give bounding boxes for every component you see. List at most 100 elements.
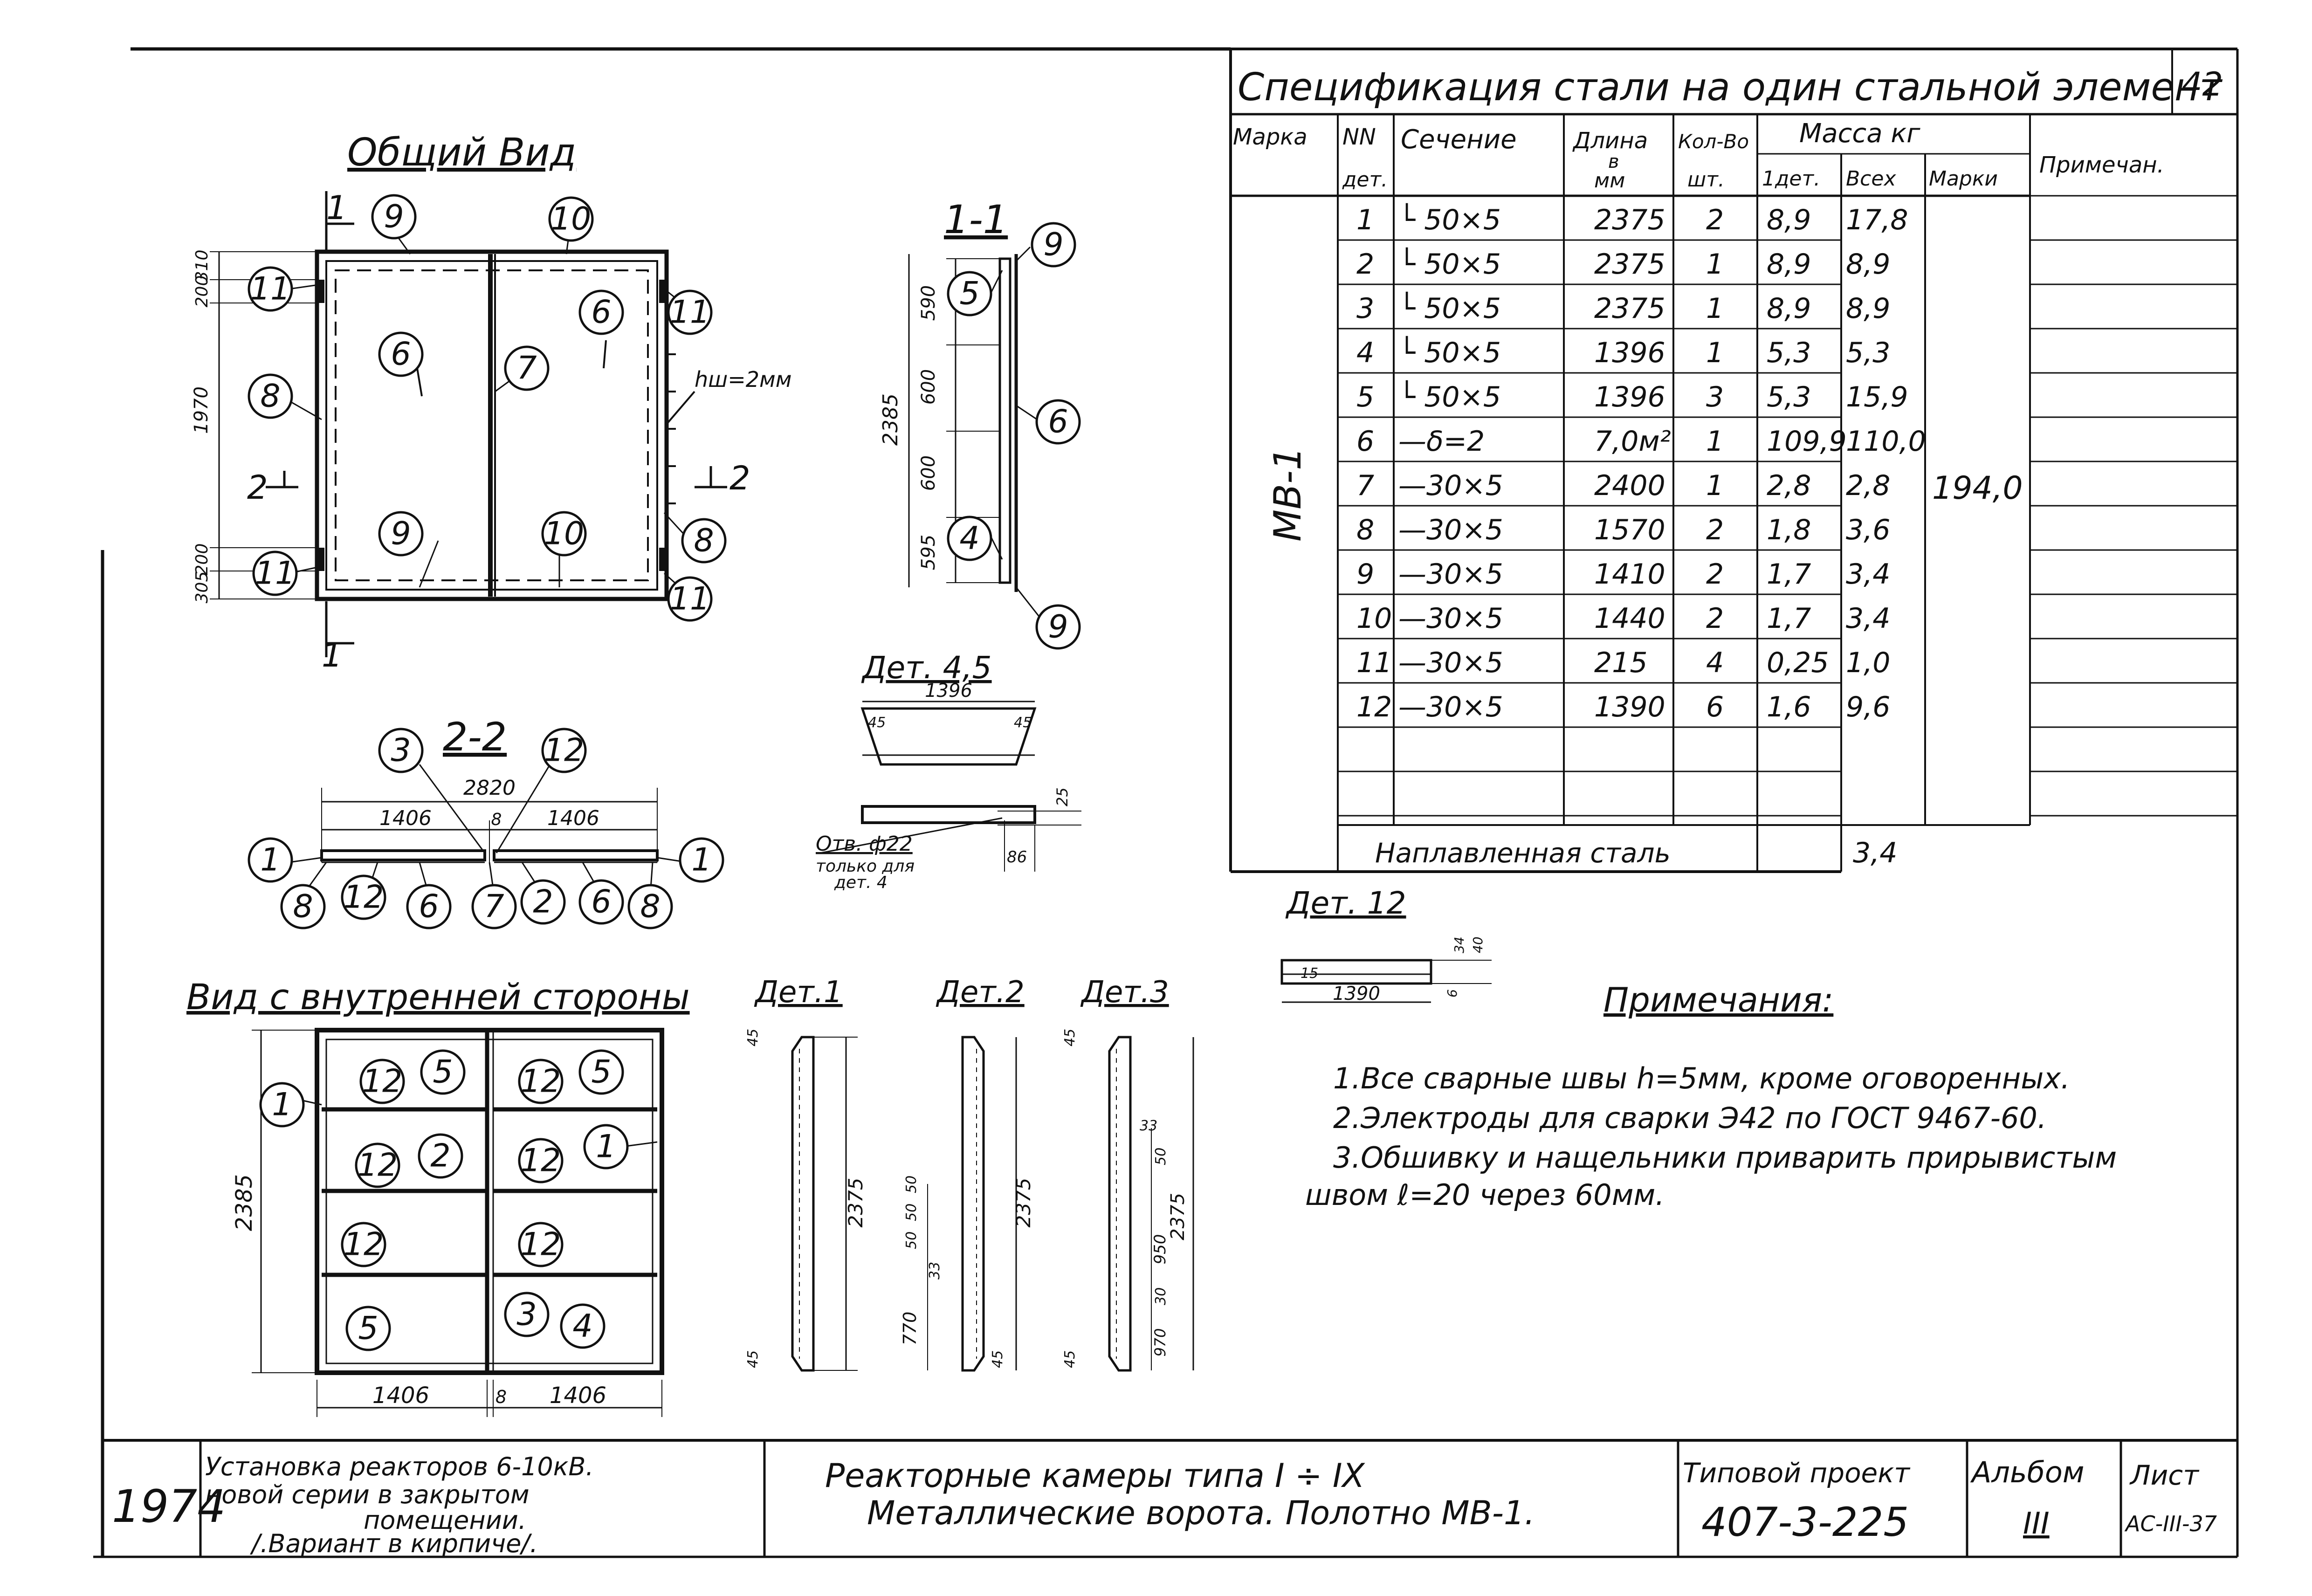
det1-title: Дет.1 xyxy=(754,975,843,1010)
spec-cell-mass-one: 1,7 xyxy=(1767,558,1811,591)
callout-number: 5 xyxy=(433,1054,453,1091)
spec-cell-section: └ 50×5 xyxy=(1398,380,1501,413)
det1-dim-45b: 45 xyxy=(745,1350,761,1368)
hdr-mass-all: Всех xyxy=(1846,167,1896,191)
callout-number: 4 xyxy=(959,520,979,557)
part-callout: 7 xyxy=(471,884,517,929)
callout-number: 8 xyxy=(640,888,660,925)
part-callout: 8 xyxy=(627,884,673,929)
callout-number: 3 xyxy=(516,1296,537,1333)
callout-circle xyxy=(560,1303,606,1349)
part-callout: 6 xyxy=(578,289,624,335)
detail-1: Дет.1 2375 45 45 xyxy=(745,975,867,1372)
hdr-qty: Кол-Во xyxy=(1678,130,1749,153)
hdr-mass: Масса кг xyxy=(1799,118,1920,149)
callout-circle xyxy=(504,345,550,391)
section-2-2: 2-2 2820 1406 8 1406 xyxy=(289,714,688,895)
spec-cell-section: └ 50×5 xyxy=(1398,203,1501,236)
spec-cell-section: —30×5 xyxy=(1398,691,1503,723)
callout-number: 10 xyxy=(544,516,585,552)
spec-cell-qty: 1 xyxy=(1706,292,1724,325)
spec-cell-section: —30×5 xyxy=(1398,647,1503,679)
spec-cell-mass-one: 8,9 xyxy=(1767,204,1811,236)
note-2: 2.Электроды для сварки Э42 по ГОСТ 9467-… xyxy=(1333,1101,2047,1135)
spec-cell-qty: 1 xyxy=(1706,337,1724,369)
weld-value: 3,4 xyxy=(1853,837,1897,869)
spec-cell-qty: 3 xyxy=(1706,381,1724,413)
part-callout: 2 xyxy=(418,1133,463,1179)
part-callout: 3 xyxy=(378,728,424,773)
spec-cell-mass-all: 5,3 xyxy=(1846,337,1890,369)
hdr-no: NN xyxy=(1342,124,1376,150)
detail-2: Дет.2 2375 50 50 50 33 770 45 xyxy=(900,975,1035,1372)
callout-number: 2 xyxy=(533,884,553,921)
part-callout: 12 xyxy=(518,1138,564,1183)
det3-dim-950: 950 xyxy=(1151,1234,1170,1265)
cut-2-right: 2 xyxy=(729,459,750,497)
part-callout: 11 xyxy=(667,289,713,335)
spec-cell-no: 1 xyxy=(1356,204,1374,236)
hdr-no2: дет. xyxy=(1342,168,1388,192)
det3-dim-30: 30 xyxy=(1153,1287,1169,1305)
part-callout: 1 xyxy=(248,837,293,883)
gen-dim-310: 310 xyxy=(193,250,212,282)
spec-cell-no: 6 xyxy=(1356,425,1374,458)
spec-cell-section: └ 50×5 xyxy=(1398,336,1501,369)
spec-cell-qty: 2 xyxy=(1706,602,1724,635)
spec-mark: МВ-1 xyxy=(1266,447,1309,542)
part-callout: 12 xyxy=(541,728,587,773)
tb-album-label: Альбом xyxy=(1970,1455,2085,1489)
callout-circle xyxy=(504,1292,550,1337)
spec-cell-section: —δ=2 xyxy=(1398,425,1485,458)
part-callout: 8 xyxy=(280,884,326,929)
title-block: 1974 Установка реакторов 6-10кВ. новой с… xyxy=(103,1439,2237,1558)
callout-number: 11 xyxy=(670,294,710,331)
callout-number: 5 xyxy=(591,1054,611,1091)
callout-number: 4 xyxy=(572,1308,592,1345)
hdr-mass-mark: Марки xyxy=(1929,167,1998,191)
det2-title: Дет.2 xyxy=(936,975,1025,1010)
part-callout: 12 xyxy=(355,1142,400,1188)
callout-circle xyxy=(627,884,673,929)
tb-desc-3: помещении. xyxy=(364,1506,526,1535)
gen-dim-305: 305 xyxy=(193,571,212,604)
det3-title: Дет.3 xyxy=(1080,975,1169,1010)
callout-number: 11 xyxy=(255,555,296,592)
det45-title: Дет. 4,5 xyxy=(861,650,992,686)
callout-number: 12 xyxy=(362,1063,403,1100)
gen-dim-200b: 200 xyxy=(193,543,212,576)
det2-dim-50b: 50 xyxy=(903,1204,920,1221)
note-1: 1.Все сварные швы h=5мм, кроме оговоренн… xyxy=(1333,1061,2070,1095)
spec-cell-mass-all: 8,9 xyxy=(1846,248,1890,281)
callout-circle xyxy=(578,1049,624,1095)
det2-dim-len: 2375 xyxy=(1012,1178,1035,1228)
part-callout: 9 xyxy=(378,511,424,557)
part-callout: 5 xyxy=(420,1049,466,1095)
spec-cell-mass-all: 3,4 xyxy=(1846,558,1890,591)
callout-number: 12 xyxy=(521,1142,561,1179)
callout-circle xyxy=(583,1124,629,1169)
det1-dim-45a: 45 xyxy=(745,1029,761,1046)
callout-number: 12 xyxy=(344,1226,384,1263)
callout-circle xyxy=(947,516,992,561)
det45-dim-45b: 45 xyxy=(1014,715,1032,731)
spec-cell-length: 2400 xyxy=(1594,469,1665,502)
part-callout: 8 xyxy=(248,373,293,419)
spec-cell-no: 12 xyxy=(1356,691,1392,723)
s22-dim-right: 1406 xyxy=(547,806,599,830)
part-callout: 10 xyxy=(541,511,587,557)
s22-dim-left: 1406 xyxy=(379,806,432,830)
hdr-length: Длина xyxy=(1572,128,1648,154)
part-callout: 8 xyxy=(681,518,727,564)
det2-dim-50c: 50 xyxy=(903,1231,920,1249)
tb-desc-2: новой серии в закрытом xyxy=(205,1480,530,1509)
inner-view-title: Вид с внутренней стороны xyxy=(186,976,690,1018)
part-callout: 4 xyxy=(947,516,992,561)
s22-dim-gap: 8 xyxy=(491,810,502,829)
spec-cell-no: 11 xyxy=(1356,647,1392,679)
callout-circle xyxy=(259,1082,305,1128)
callout-circle xyxy=(1035,399,1081,445)
spec-cell-no: 10 xyxy=(1356,602,1392,635)
det12-dim-6: 6 xyxy=(1445,989,1460,998)
